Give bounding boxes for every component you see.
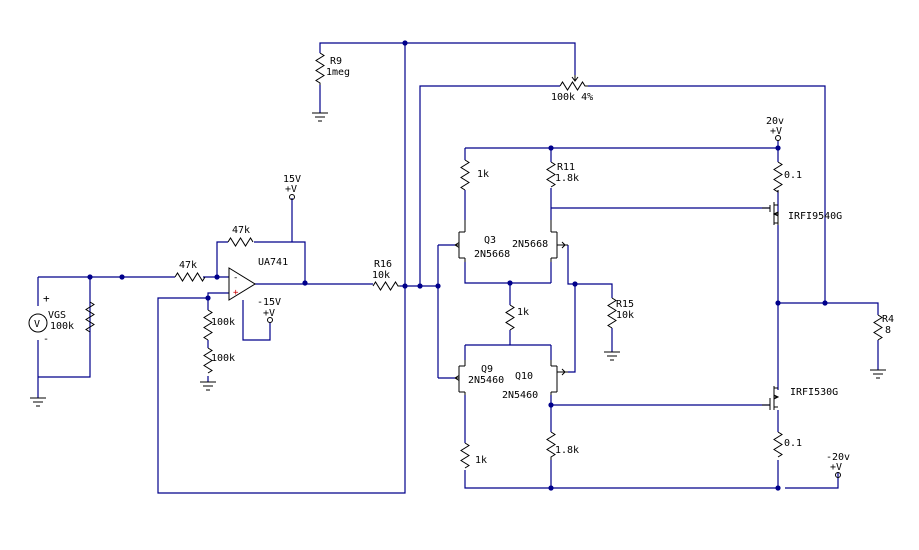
r11-name: R11 [557, 162, 575, 173]
mosfet-irfi530g[interactable]: IRFI530G [762, 386, 838, 410]
supply-15v-positive[interactable]: 15V +V [283, 174, 301, 200]
ground-symbol [30, 397, 46, 407]
q4-transistor[interactable]: 2N5668 [512, 220, 568, 262]
vgs-load-resistor[interactable] [85, 301, 95, 333]
supply-20v-sub: +V [770, 126, 782, 137]
input-resistor-value: 47k [179, 260, 197, 271]
ground-symbol [312, 112, 328, 122]
feedback-resistor-47k[interactable] [227, 237, 254, 247]
supply-15v-label: 15V [283, 174, 301, 185]
r4-load-resistor[interactable] [873, 314, 883, 341]
mosfet-bottom-part: IRFI530G [790, 387, 838, 398]
q3-resistor-value: 1k [477, 169, 489, 180]
r9-resistor[interactable] [315, 52, 325, 85]
supply-neg15v-label: -15V [257, 297, 281, 308]
divider-bottom-value: 100k [211, 353, 235, 364]
supply-20v-label: 20v [766, 116, 784, 127]
mosfet-top-part: IRFI9540G [788, 211, 842, 222]
q9-transistor[interactable]: Q9 2N5460 [454, 360, 504, 395]
potentiometer-100k[interactable]: 100k 4% [551, 75, 593, 103]
r11-resistor[interactable] [546, 161, 556, 188]
supply-15v-sub: +V [285, 184, 297, 195]
ground-symbol [870, 369, 886, 379]
divider-resistor-top[interactable] [203, 309, 213, 341]
input-resistor-47k[interactable] [174, 272, 206, 282]
q4-part: 2N5668 [512, 239, 548, 250]
ground-symbol [604, 351, 620, 361]
top-sense-value: 0.1 [784, 170, 802, 181]
q3-name: Q3 [484, 235, 496, 246]
bottom-resistor-1-8k[interactable] [546, 431, 556, 460]
r16-value: 10k [372, 270, 390, 281]
opamp-name: UA741 [258, 257, 288, 268]
vgs-glyph: V [34, 319, 40, 330]
mid-resistor-1k[interactable] [505, 304, 515, 331]
divider-resistor-bottom[interactable] [203, 347, 213, 374]
top-sense-resistor[interactable] [773, 161, 783, 193]
bottom-resistor-value: 1.8k [555, 445, 579, 456]
r4-value: 8 [885, 325, 891, 336]
supply-15v-negative[interactable]: -15V +V [257, 297, 281, 323]
divider-top-value: 100k [211, 317, 235, 328]
q9-name: Q9 [481, 364, 493, 375]
opamp-ua741[interactable]: - + UA741 [228, 257, 288, 301]
vgs-value: 100k [50, 321, 74, 332]
r15-resistor[interactable] [607, 297, 617, 329]
wires [37, 42, 879, 494]
ground-symbol [200, 381, 216, 391]
mosfet-irfi9540g[interactable]: IRFI9540G [762, 202, 842, 225]
supply-20v-negative[interactable]: -20v +V [826, 452, 850, 478]
r15-value: 10k [616, 310, 634, 321]
r16-resistor[interactable] [372, 281, 400, 291]
supply-20v-positive[interactable]: 20v +V [766, 116, 784, 141]
q10-name: Q10 [515, 371, 533, 382]
q9-resistor-value: 1k [475, 455, 487, 466]
supply-neg20v-sub: +V [830, 462, 842, 473]
r15-name: R15 [616, 299, 634, 310]
junction-dots [87, 40, 828, 491]
r4-name: R4 [882, 314, 894, 325]
opamp-plus: + [233, 288, 239, 298]
potentiometer-label: 100k 4% [551, 92, 593, 103]
r16-name: R16 [374, 259, 392, 270]
supply-neg15v-sub: +V [263, 308, 275, 319]
supply-neg20v-label: -20v [826, 452, 850, 463]
q10-transistor[interactable]: Q10 2N5460 [502, 360, 568, 401]
bottom-sense-value: 0.1 [784, 438, 802, 449]
bottom-sense-resistor[interactable] [773, 431, 783, 458]
r9-name: R9 [330, 56, 342, 67]
q3-part: 2N5668 [474, 249, 510, 260]
vgs-name: VGS [48, 310, 66, 321]
r9-value: 1meg [326, 67, 350, 78]
mid-resistor-value: 1k [517, 307, 529, 318]
q3-collector-resistor[interactable] [460, 159, 470, 191]
opamp-minus: - [233, 273, 238, 283]
vgs-source[interactable]: V + - VGS 100k [28, 292, 74, 345]
q3-transistor[interactable]: Q3 2N5668 [454, 220, 510, 262]
r11-value: 1.8k [555, 173, 579, 184]
feedback-resistor-value: 47k [232, 225, 250, 236]
vgs-minus-sign: - [43, 334, 49, 345]
q10-part: 2N5460 [502, 390, 538, 401]
q9-source-resistor[interactable] [460, 442, 470, 469]
vgs-plus-sign: + [43, 292, 50, 305]
q9-part: 2N5460 [468, 375, 504, 386]
